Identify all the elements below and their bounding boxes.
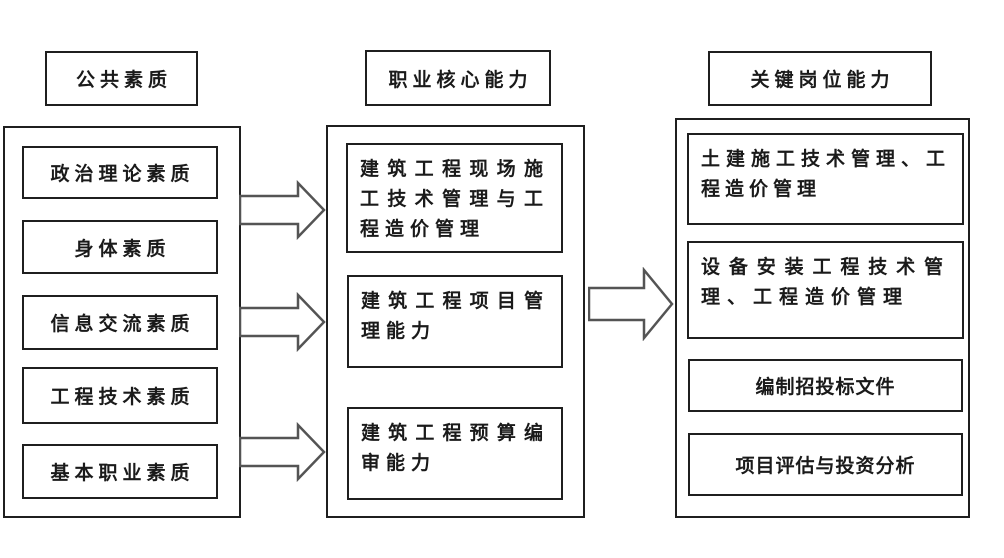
right-arrow-icon [588,267,674,341]
box-project-mgmt-ability: 建筑工程项目管理能力 [347,275,563,368]
header-box-public-qualities: 公共素质 [45,51,198,106]
header-box-key-post-abilities: 关键岗位能力 [708,51,932,106]
header-box-core-competencies: 职业核心能力 [365,50,551,106]
box-physical-quality: 身体素质 [22,220,218,274]
right-arrow-icon [239,180,327,240]
box-bidding-documents: 编制招投标文件 [688,359,963,412]
right-arrow-icon [239,422,327,482]
box-info-communication-quality: 信息交流素质 [22,295,218,350]
box-political-theory-quality: 政治理论素质 [22,146,218,199]
box-site-construction-tech-cost-mgmt: 建筑工程现场施工技术管理与工程造价管理 [346,143,563,253]
right-arrow-icon [239,292,327,352]
box-project-evaluation-investment-analysis: 项目评估与投资分析 [688,433,963,496]
box-budget-review-ability: 建筑工程预算编审能力 [347,407,563,500]
box-equipment-installation-tech-cost-mgmt: 设备安装工程技术管理、工程造价管理 [687,241,964,339]
box-civil-construction-tech-cost-mgmt: 土建施工技术管理、工程造价管理 [687,133,964,225]
box-engineering-tech-quality: 工程技术素质 [22,367,218,424]
box-basic-professional-quality: 基本职业素质 [22,444,218,499]
